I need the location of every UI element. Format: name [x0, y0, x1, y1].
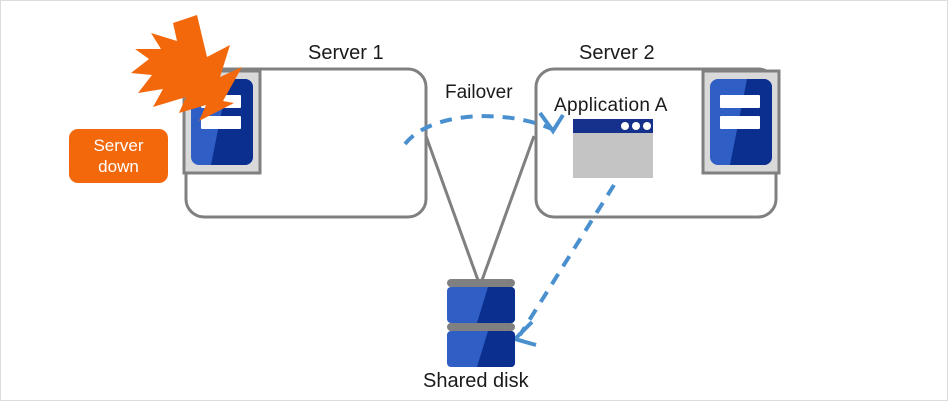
- server-down-line1: Server: [93, 136, 144, 155]
- server-down-badge: Server down: [69, 129, 168, 183]
- failover-label: Failover: [445, 82, 513, 103]
- application-window: [573, 119, 653, 178]
- window-dot-3: [643, 122, 651, 130]
- application-label: Application A: [554, 95, 668, 116]
- storage-connection-lines: [424, 135, 536, 284]
- failover-arrow: [403, 111, 565, 146]
- shared-disk-label: Shared disk: [423, 370, 529, 392]
- shared-disk-icon: [447, 279, 515, 367]
- server-machine-icon-2: [701, 69, 781, 175]
- window-dot-1: [621, 122, 629, 130]
- server2-label: Server 2: [579, 42, 655, 64]
- window-dot-2: [632, 122, 640, 130]
- failure-burst-icon: [131, 15, 242, 121]
- server1-label: Server 1: [308, 42, 384, 64]
- server-down-line2: down: [98, 157, 139, 176]
